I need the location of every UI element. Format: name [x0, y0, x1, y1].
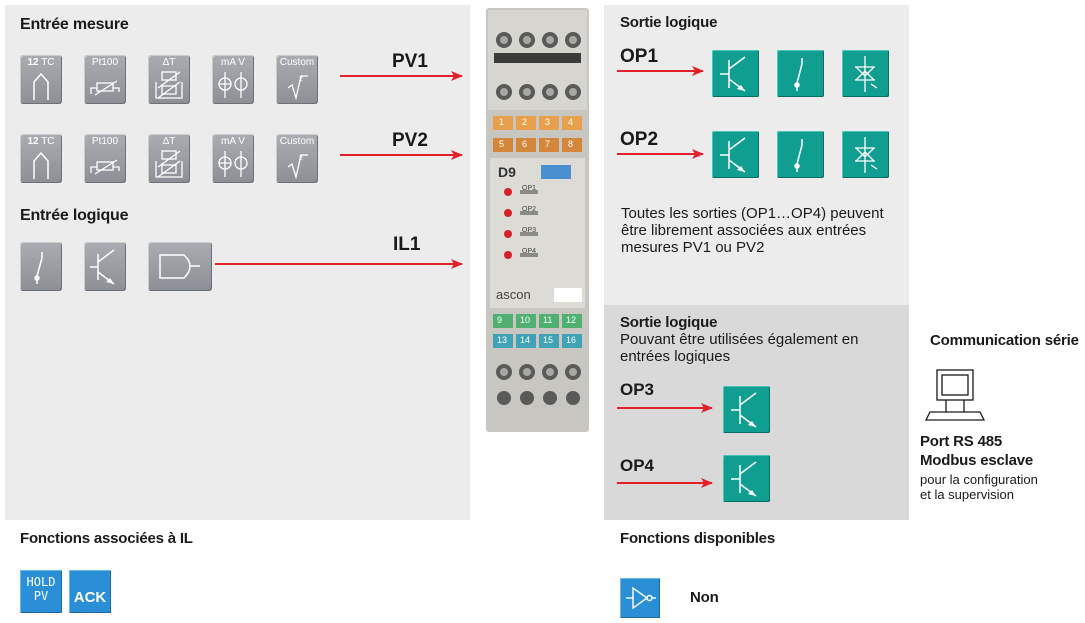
led-label-op1: OP1	[522, 185, 537, 192]
delta-t-input-button-pv1[interactable]: ΔT	[148, 55, 190, 104]
ma-v-input-button-pv1[interactable]: mA V	[212, 55, 254, 104]
il1-label: IL1	[393, 234, 421, 255]
computer-icon	[924, 368, 986, 423]
thermocouple-icon	[33, 72, 49, 100]
not-function-button[interactable]	[620, 578, 660, 618]
differential-resistor-icon	[155, 150, 183, 178]
current-voltage-source-icon	[218, 151, 248, 177]
switch-icon	[34, 252, 43, 284]
current-voltage-source-icon	[218, 72, 248, 98]
led-label-op3: OP3	[522, 227, 537, 234]
transistor-icon	[720, 137, 746, 173]
terminal-14: 14	[520, 335, 531, 345]
thermocouple-icon	[33, 151, 49, 179]
transistor-icon	[731, 461, 757, 497]
relay-switch-icon	[794, 139, 803, 172]
ack-button[interactable]: ACK	[69, 570, 111, 613]
delta-t-input-button-pv2[interactable]: ΔT	[148, 134, 190, 183]
op1-transistor-button[interactable]	[712, 50, 759, 97]
op1-triac-button[interactable]	[842, 50, 889, 97]
pv2-label: PV2	[392, 130, 428, 151]
not-function-label: Non	[690, 589, 719, 606]
terminal-3: 3	[545, 117, 551, 127]
resistor-icon	[90, 159, 120, 175]
tc-input-button-pv2[interactable]: 12 TC	[20, 134, 62, 183]
fonctions-dispo-heading: Fonctions disponibles	[620, 530, 775, 547]
op1-relay-button[interactable]	[777, 50, 824, 97]
terminal-10: 10	[520, 315, 531, 325]
triac-icon	[855, 56, 878, 92]
device-brand-label: ascon	[496, 287, 531, 302]
switch-input-button[interactable]	[20, 242, 62, 291]
terminal-9: 9	[497, 315, 503, 325]
resistor-icon	[90, 80, 120, 96]
op3-transistor-button[interactable]	[723, 386, 770, 433]
square-root-icon: 2	[287, 154, 308, 180]
sortie-logique-2-heading: Sortie logique	[620, 314, 718, 331]
op2-relay-button[interactable]	[777, 131, 824, 178]
sortie-logique-2-text: Pouvant être utilisées également en entr…	[620, 331, 859, 365]
terminal-16: 16	[566, 335, 577, 345]
transistor-icon	[90, 249, 115, 285]
differential-resistor-icon	[155, 71, 183, 99]
rs485-port-label: Port RS 485	[920, 433, 1002, 450]
op1-label: OP1	[620, 46, 659, 67]
communication-serie-heading: Communication série	[930, 332, 1079, 349]
transistor-icon	[731, 392, 757, 428]
pt100-input-button-pv2[interactable]: Pt100	[84, 134, 126, 183]
op2-transistor-button[interactable]	[712, 131, 759, 178]
terminal-12: 12	[566, 315, 577, 325]
device-model-label: D9	[498, 164, 516, 180]
entree-mesure-heading: Entrée mesure	[20, 16, 129, 33]
svg-text:2: 2	[299, 76, 303, 83]
op4-label: OP4	[620, 456, 655, 475]
op2-triac-button[interactable]	[842, 131, 889, 178]
ma-v-input-button-pv2[interactable]: mA V	[212, 134, 254, 183]
logic-gate-icon	[159, 254, 200, 279]
terminal-15: 15	[543, 335, 554, 345]
logic-gate-input-button[interactable]	[148, 242, 212, 291]
square-root-icon: 2	[287, 75, 308, 101]
triac-icon	[855, 137, 878, 173]
transistor-input-button[interactable]	[84, 242, 126, 291]
outputs-info-text: Toutes les sorties (OP1…OP4) peuvent êtr…	[621, 205, 884, 256]
op2-label: OP2	[620, 129, 659, 150]
entree-logique-heading: Entrée logique	[20, 207, 129, 224]
not-gate-icon	[626, 586, 656, 610]
fonctions-il-heading: Fonctions associées à IL	[20, 530, 193, 547]
sortie-logique-heading: Sortie logique	[620, 14, 718, 31]
terminal-8: 8	[568, 139, 574, 149]
led-label-op4: OP4	[522, 248, 537, 255]
terminal-11: 11	[543, 315, 553, 325]
pt100-input-button-pv1[interactable]: Pt100	[84, 55, 126, 104]
pv1-label: PV1	[392, 51, 428, 72]
relay-switch-icon	[794, 58, 803, 91]
terminal-1: 1	[499, 117, 505, 127]
op3-label: OP3	[620, 380, 655, 399]
tc-input-button-pv1[interactable]: 12 TC	[20, 55, 62, 104]
led-label-op2: OP2	[522, 206, 537, 213]
hold-pv-button[interactable]: HOLD PV	[20, 570, 62, 613]
terminal-7: 7	[545, 139, 551, 149]
modbus-label: Modbus esclave	[920, 452, 1034, 469]
comm-desc-line2: et la supervision	[920, 487, 1014, 502]
terminal-5: 5	[499, 139, 505, 149]
svg-text:2: 2	[299, 155, 303, 162]
transistor-icon	[720, 56, 746, 92]
terminal-4: 4	[568, 117, 574, 127]
terminal-13: 13	[497, 335, 508, 345]
comm-desc-line1: pour la configuration	[920, 472, 1038, 487]
op4-transistor-button[interactable]	[723, 455, 770, 502]
terminal-2: 2	[522, 117, 528, 127]
custom-input-button-pv1[interactable]: Custom 2	[276, 55, 318, 104]
terminal-6: 6	[522, 139, 528, 149]
custom-input-button-pv2[interactable]: Custom 2	[276, 134, 318, 183]
